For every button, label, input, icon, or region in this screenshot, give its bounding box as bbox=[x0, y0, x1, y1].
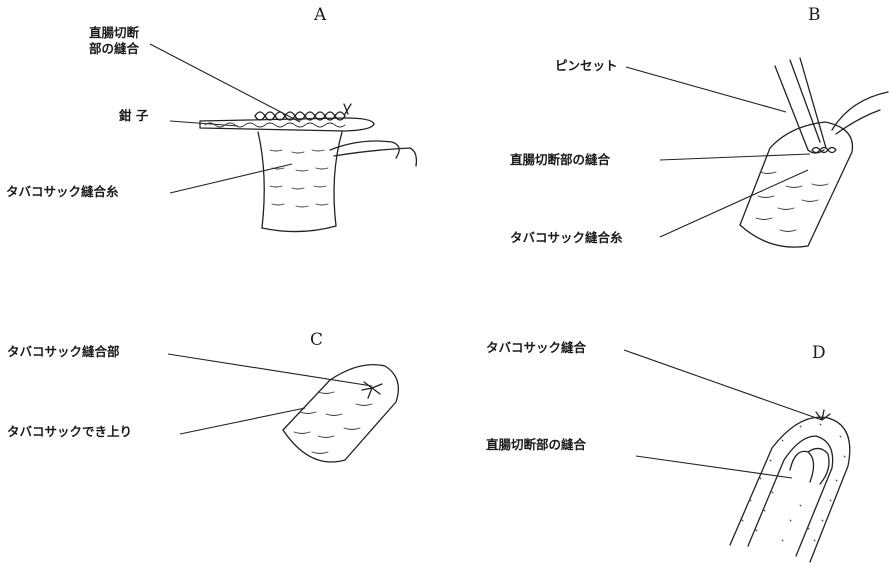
panel-a-rectum-tube bbox=[258, 132, 416, 232]
panel-d-rectum-section bbox=[730, 410, 850, 562]
panel-a-label-forceps: 鉗 子 bbox=[119, 108, 149, 123]
panel-d-leader-suture bbox=[636, 456, 792, 478]
panel-c-label-pursestring-done: タバコサックでき上り bbox=[7, 424, 132, 439]
panel-d-leader-pursestring bbox=[624, 350, 822, 420]
panel-d-label-pursestring: タバコサック縫合 bbox=[486, 340, 587, 355]
panel-b-label-pursestring-thread: タバコサック縫合糸 bbox=[510, 230, 623, 245]
panel-d-label-stump-suture: 直腸切断部の縫合 bbox=[486, 437, 587, 452]
panel-a-label-suture-line2: 部の縫合 bbox=[89, 41, 140, 56]
panel-c-letter: C bbox=[310, 330, 323, 350]
panel-b-label-tweezers: ピンセット bbox=[555, 58, 618, 73]
panel-b-tweezers-drawing bbox=[775, 58, 826, 153]
panel-a-letter: A bbox=[313, 5, 327, 25]
panel-d: D タバコサック縫合 直腸切断部の縫合 bbox=[486, 340, 850, 562]
panel-c-leader-site bbox=[168, 354, 372, 386]
panel-a-label-suture-line1: 直腸切断 bbox=[89, 25, 140, 40]
panel-c-leader-done bbox=[180, 408, 305, 434]
panel-c-label-pursestring-site: タバコサック縫合部 bbox=[7, 344, 120, 359]
panel-b-letter: B bbox=[808, 5, 821, 25]
panel-a-leader-suture bbox=[150, 44, 300, 122]
panel-a-label-pursestring-thread: タバコサック縫合糸 bbox=[6, 184, 119, 199]
panel-b-rectum-stump bbox=[740, 92, 888, 247]
panel-b: B ピンセット 直腸切断部の縫合 タバコサック縫合糸 bbox=[510, 5, 888, 247]
panel-a-forceps-drawing bbox=[200, 118, 374, 131]
panel-b-leader-thread bbox=[660, 170, 808, 237]
panel-b-label-stump-suture: 直腸切断部の縫合 bbox=[510, 152, 611, 167]
panel-c-rectum-closed bbox=[283, 365, 398, 462]
panel-b-leader-suture bbox=[660, 154, 810, 160]
panel-c: C タバコサック縫合部 タバコサックでき上り bbox=[7, 330, 398, 462]
panel-b-leader-tweezers bbox=[626, 67, 786, 112]
panel-a: A 直腸切断 部の縫合 鉗 子 タバコサック縫合糸 bbox=[6, 5, 416, 232]
panel-d-letter: D bbox=[812, 343, 826, 363]
